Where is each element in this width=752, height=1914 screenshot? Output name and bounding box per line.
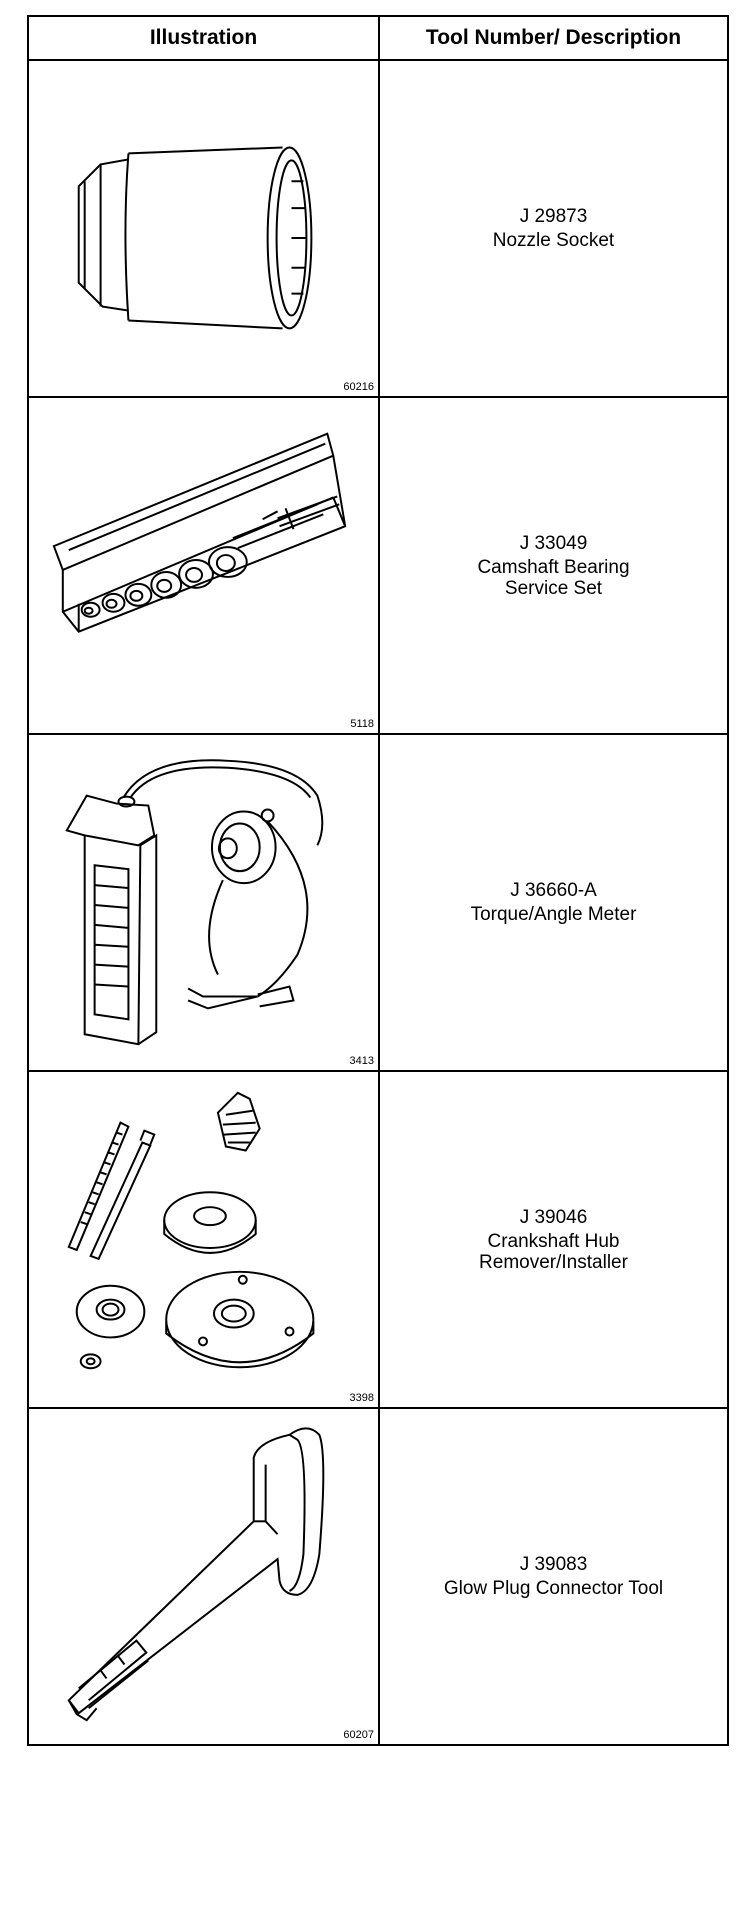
description-cell: J 39083 Glow Plug Connector Tool — [378, 1407, 729, 1746]
figure-number: 5118 — [350, 718, 374, 730]
header-row: Illustration Tool Number/ Description — [27, 15, 729, 61]
tool-description: Nozzle Socket — [492, 230, 615, 251]
tool-number: J 39083 — [519, 1554, 588, 1575]
illustration-cell: 5118 — [27, 396, 380, 735]
special-tools-table: Illustration Tool Number/ Description 60… — [27, 15, 729, 1746]
illustration-cell: 3413 — [27, 733, 380, 1072]
figure-number: 3398 — [349, 1392, 374, 1404]
table-row: 3413 J 36660-A Torque/Angle Meter — [27, 733, 729, 1072]
tool-number: J 33049 — [519, 532, 588, 554]
illustration-cell: 60216 — [27, 59, 380, 398]
header-illustration: Illustration — [27, 15, 380, 61]
tool-description: Torque/Angle Meter — [470, 904, 637, 925]
illustration-cell: 60207 — [27, 1407, 380, 1746]
tool-number: J 29873 — [519, 206, 588, 227]
table-row: 60207 J 39083 Glow Plug Connector Tool — [27, 1407, 729, 1746]
torque-angle-meter-icon — [65, 759, 324, 1046]
description-cell: J 39046 Crankshaft Hub Remover/Installer — [378, 1070, 729, 1409]
table-row: 5118 J 33049 Camshaft Bearing Service Se… — [27, 396, 729, 735]
table-row: 60216 J 29873 Nozzle Socket — [27, 59, 729, 398]
figure-number: 3413 — [349, 1055, 374, 1067]
description-cell: J 36660-A Torque/Angle Meter — [378, 733, 729, 1072]
tool-number: J 39046 — [519, 1206, 588, 1228]
figure-number: 60216 — [343, 381, 374, 393]
glow-plug-connector-tool-icon — [67, 1427, 325, 1722]
description-cell: J 29873 Nozzle Socket — [378, 59, 729, 398]
camshaft-bearing-set-icon — [52, 432, 347, 633]
crankshaft-hub-tool-icon — [67, 1091, 315, 1370]
figure-number: 60207 — [343, 1729, 374, 1741]
header-tool-description: Tool Number/ Description — [378, 15, 729, 61]
tool-description: Camshaft Bearing Service Set — [477, 556, 630, 599]
tool-number: J 36660-A — [510, 880, 597, 901]
tool-description: Crankshaft Hub Remover/Installer — [479, 1230, 628, 1273]
table-row: 3398 J 39046 Crankshaft Hub Remover/Inst… — [27, 1070, 729, 1409]
tool-description: Glow Plug Connector Tool — [443, 1578, 664, 1599]
nozzle-socket-icon — [77, 146, 313, 330]
illustration-cell: 3398 — [27, 1070, 380, 1409]
description-cell: J 33049 Camshaft Bearing Service Set — [378, 396, 729, 735]
